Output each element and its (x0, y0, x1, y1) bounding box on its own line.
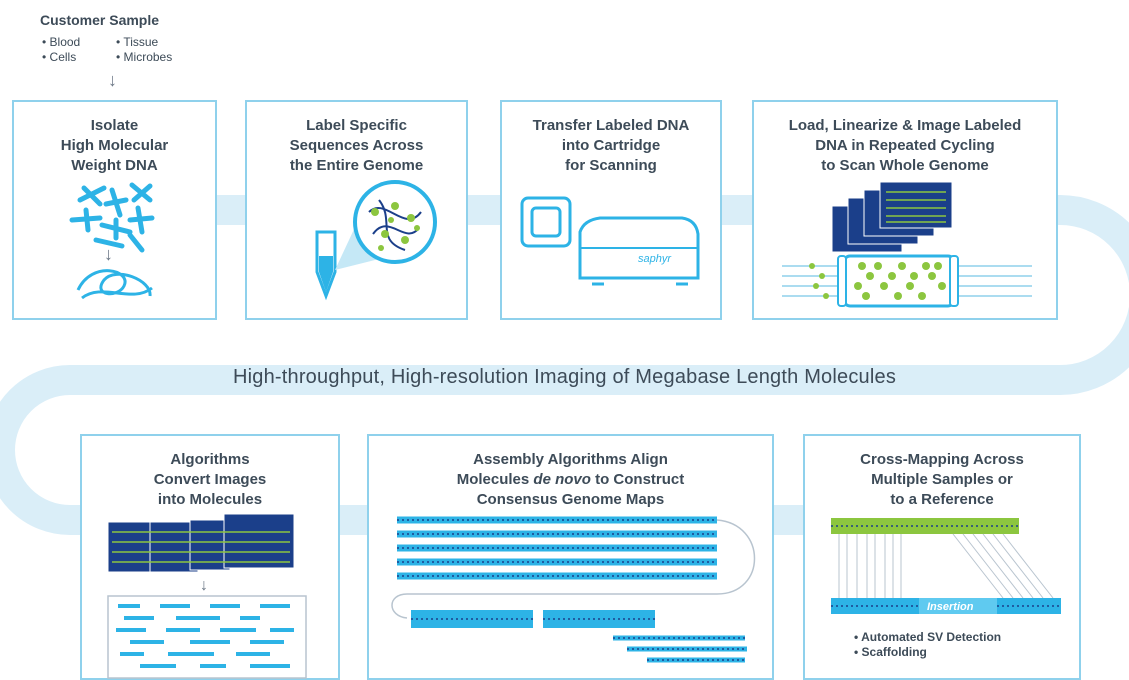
customer-sample-title: Customer Sample (40, 12, 160, 28)
svg-text:↓: ↓ (104, 244, 113, 264)
chromosomes-icon: ↓ (69, 182, 155, 300)
step-title: Load, Linearize & Image Labeled DNA in R… (788, 117, 1022, 174)
banner-heading: High-throughput, High-resolution Imaging… (232, 366, 897, 388)
sample-type-microbes: • Microbes (116, 50, 173, 64)
bullet-sv-detection: • Automated SV Detection (854, 630, 1002, 644)
down-arrow-icon: ↓ (108, 70, 117, 90)
step-assembly: Assembly Algorithms Align Molecules de n… (367, 434, 774, 680)
step-cross-mapping: Cross-Mapping Across Multiple Samples or… (803, 434, 1081, 680)
step-title: Cross-Mapping Across Multiple Samples or… (860, 451, 1024, 508)
cross-mapping-icon: Insertion (831, 518, 1061, 614)
feature-bullets: • Automated SV Detection • Scaffolding (854, 630, 1001, 660)
images-to-molecules-icon: ↓ (107, 513, 307, 679)
sample-type-list: • Blood • Cells • Tissue • Microbes (42, 35, 190, 65)
instrument-label: saphyr (638, 253, 672, 265)
step-title: Transfer Labeled DNA into Cartridge for … (532, 117, 690, 174)
step-load-linearize-image: Load, Linearize & Image Labeled DNA in R… (752, 100, 1058, 320)
step-title: Isolate High Molecular Weight DNA (60, 117, 169, 174)
bullet-scaffolding: • Scaffolding (854, 645, 927, 659)
consensus-map-icon (391, 516, 756, 663)
imaging-frames-icon (782, 181, 1032, 308)
step-convert-images: Algorithms Convert Images into Molecules… (80, 434, 340, 680)
step-transfer-cartridge: Transfer Labeled DNA into Cartridge for … (500, 100, 722, 320)
step-title: Assembly Algorithms Align Molecules de n… (456, 451, 685, 508)
sample-type-cells: • Cells (42, 50, 77, 64)
step-label-sequences: Label Specific Sequences Across the Enti… (245, 100, 468, 320)
svg-text:↓: ↓ (200, 577, 208, 594)
labeling-tube-icon (315, 180, 437, 301)
sample-type-blood: • Blood (42, 35, 81, 49)
step-title: Label Specific Sequences Across the Enti… (289, 117, 424, 174)
insertion-label: Insertion (927, 601, 974, 613)
cartridge-instrument-icon: saphyr (520, 196, 700, 286)
sample-type-tissue: • Tissue (116, 35, 159, 49)
step-isolate-dna: Isolate High Molecular Weight DNA ↓ (12, 100, 217, 320)
step-title: Algorithms Convert Images into Molecules (153, 451, 267, 508)
